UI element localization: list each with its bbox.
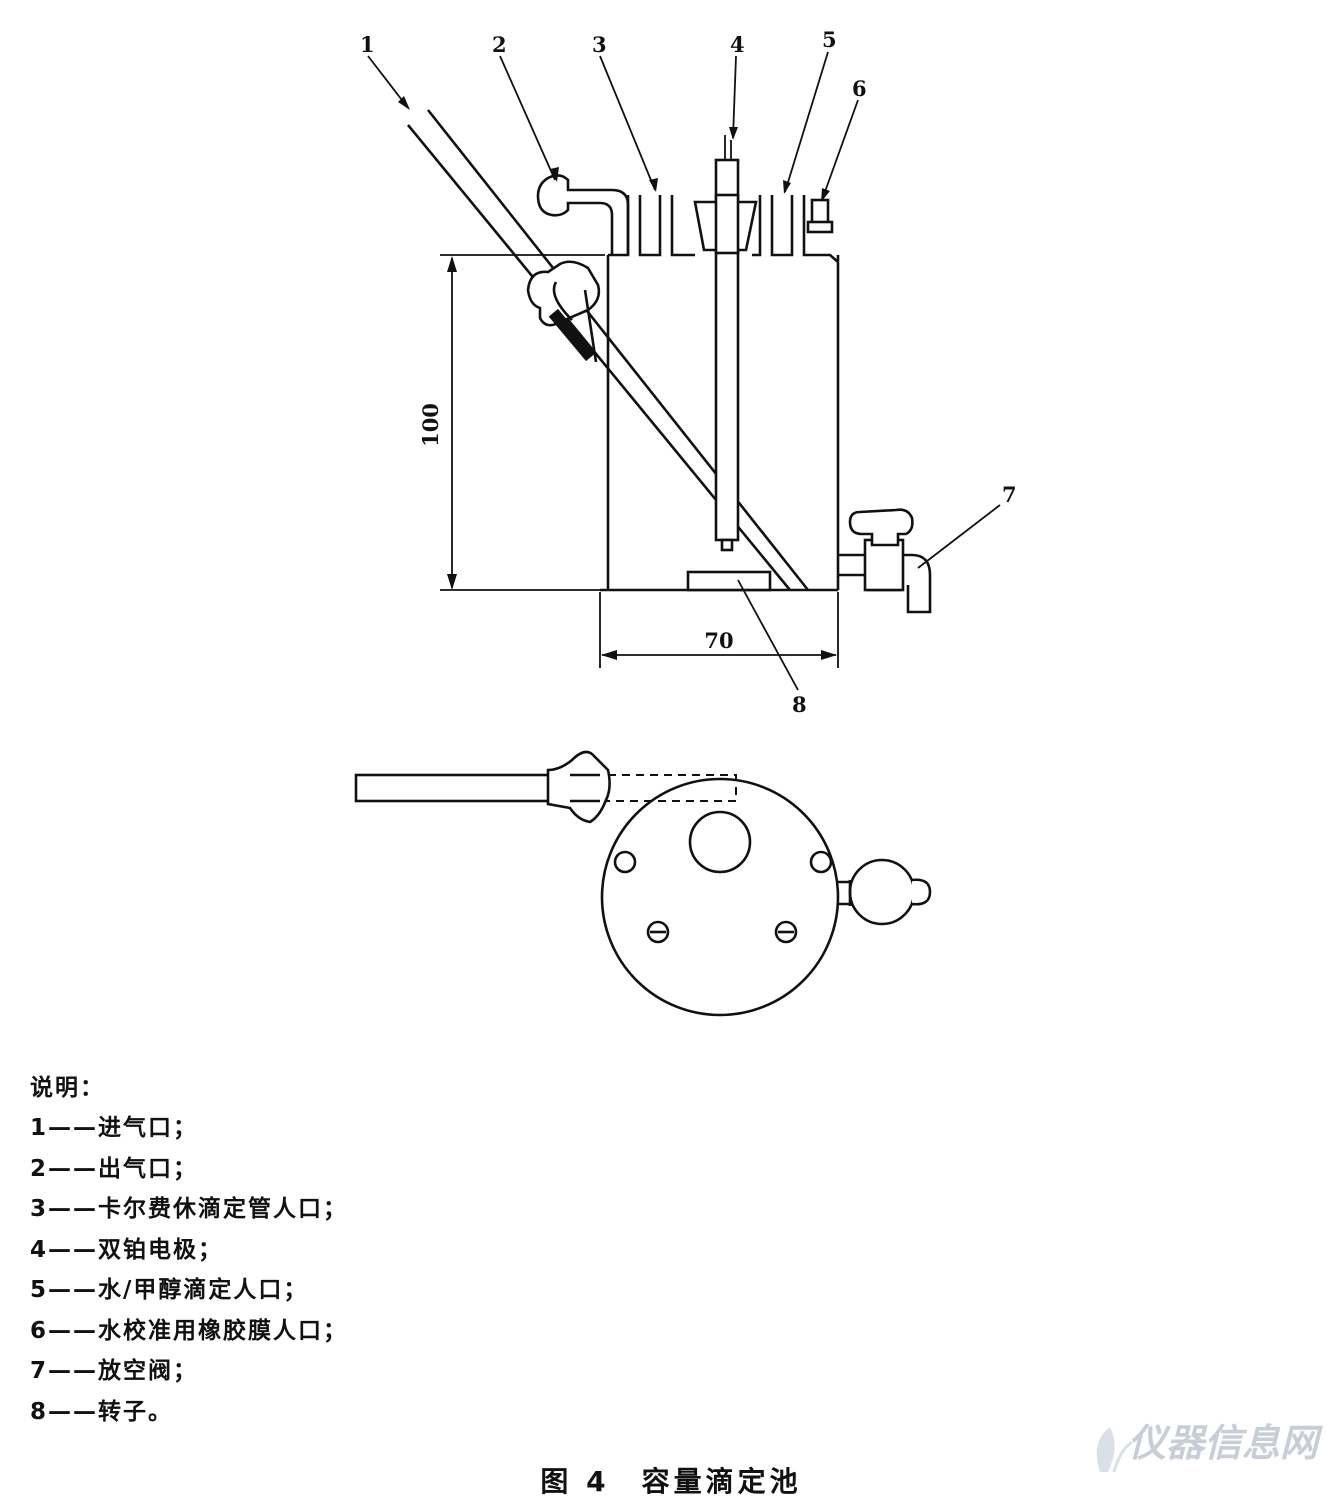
height-dimension-label: 100: [418, 403, 443, 447]
vent-valve-top: [848, 858, 916, 926]
callout-7: 7: [1002, 482, 1017, 507]
legend-item: 7——放空阀；: [30, 1358, 199, 1384]
titration-cell-diagram: 100 70 1 2 3 4 5 6 7 8: [354, 27, 1017, 1017]
legend-item: 6——水校准用橡胶膜人口；: [30, 1317, 349, 1344]
callout-4: 4: [730, 32, 745, 57]
top-view: [354, 750, 932, 1017]
watermark-text: 仪器信息网: [1128, 1421, 1319, 1465]
inlet-stopper-top: [546, 750, 611, 824]
legend-item: 3——卡尔费休滴定管人口；: [30, 1196, 349, 1222]
callout-8: 8: [792, 692, 807, 717]
electrode-port-top: [688, 810, 752, 874]
callout-3: 3: [592, 32, 607, 57]
leader-lines: [367, 51, 1001, 691]
watermark-logo-icon: [1096, 1427, 1133, 1473]
side-view: 100 70: [406, 109, 932, 668]
legend-title: 说明：: [30, 1075, 105, 1101]
legend-item: 1——进气口；: [30, 1115, 199, 1141]
vessel-top-outline: [600, 777, 840, 1017]
callout-1: 1: [360, 32, 375, 57]
width-dimension-label: 70: [704, 628, 733, 653]
legend-item: 2——出气口；: [30, 1155, 199, 1182]
gas-outlet-tube: [536, 174, 630, 255]
legend-item: 5——水/甲醇滴定人口；: [30, 1277, 309, 1303]
callout-labels: 1 2 3 4 5 6 7 8: [360, 27, 1017, 717]
inlet-stopper: [526, 260, 601, 327]
legend: 说明： 1——进气口； 2——出气口； 3——卡尔费休滴定管人口； 4——双铂电…: [30, 1068, 348, 1432]
inlet-tube-top: [354, 773, 568, 803]
callout-6: 6: [852, 76, 867, 101]
stir-bar: [686, 570, 772, 592]
legend-item: 4——双铂电极；: [30, 1236, 224, 1263]
callout-5: 5: [822, 27, 837, 52]
legend-item: 8——转子。: [30, 1398, 174, 1425]
figure-caption: 图 4 容量滴定池: [540, 1465, 802, 1498]
callout-2: 2: [492, 32, 507, 57]
